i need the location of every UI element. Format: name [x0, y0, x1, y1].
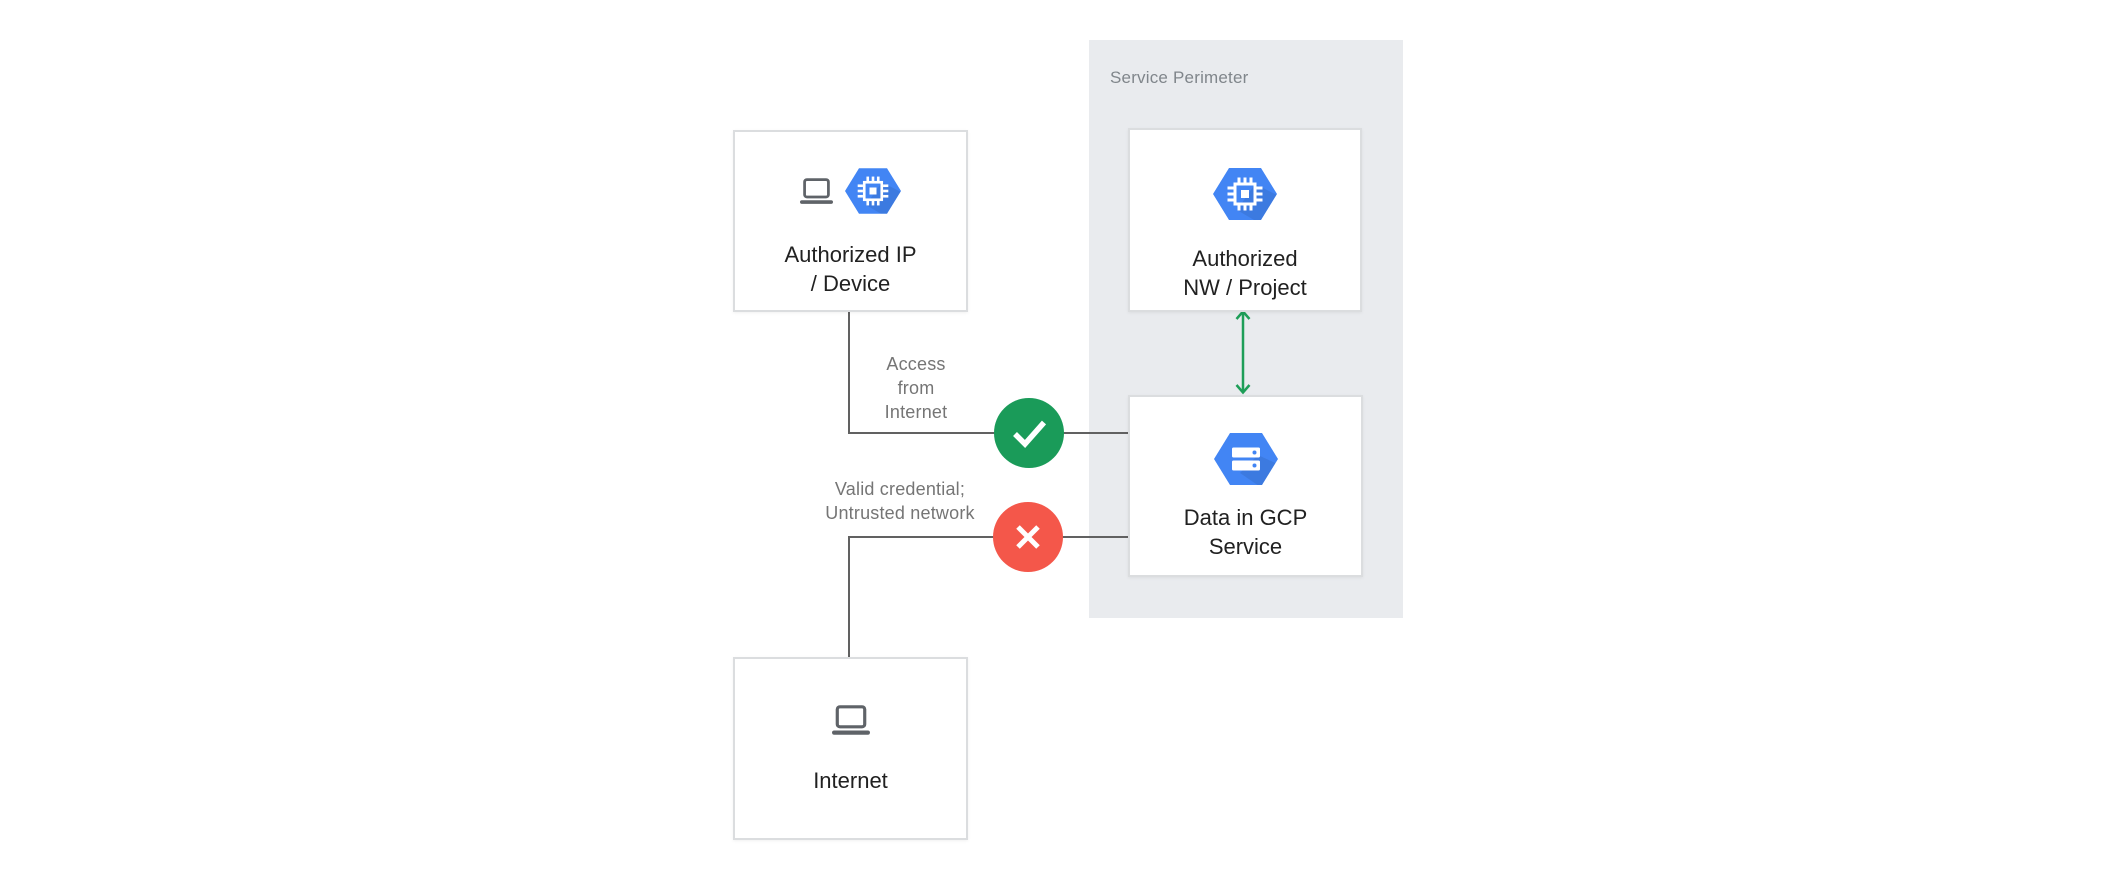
edge-label-line: Internet — [884, 402, 948, 422]
node-label: Authorized IP / Device — [784, 240, 916, 298]
connector-authorized-ip-down — [848, 312, 850, 434]
node-label-line: Service — [1208, 534, 1283, 559]
double-arrow-icon — [1234, 308, 1252, 396]
node-label: Authorized NW / Project — [1183, 244, 1306, 302]
edge-label-access-from-internet: Access from Internet — [846, 352, 986, 424]
node-label: Internet — [813, 766, 888, 795]
node-label-line: Internet — [813, 768, 888, 793]
compute-engine-hexagon-icon — [845, 168, 901, 214]
node-authorized-nw-project: Authorized NW / Project — [1128, 128, 1362, 312]
edge-label-line: Valid credential; — [834, 479, 966, 499]
cloud-storage-hexagon-icon — [1213, 433, 1278, 485]
laptop-icon — [800, 177, 833, 205]
node-data-in-gcp-service: Data in GCP Service — [1128, 395, 1363, 577]
edge-label-line: Untrusted network — [825, 503, 975, 523]
node-label: Data in GCP Service — [1184, 503, 1308, 561]
check-icon — [1011, 419, 1047, 448]
node-label-line: NW / Project — [1183, 275, 1307, 300]
node-internet: Internet — [733, 657, 968, 840]
node-label-line: Data in GCP — [1183, 505, 1308, 530]
blocked-status-badge — [993, 502, 1063, 572]
laptop-icon — [831, 705, 870, 736]
edge-label-line: from — [897, 378, 935, 398]
node-label-line: Authorized IP — [784, 242, 917, 267]
allowed-status-badge — [994, 398, 1064, 468]
connector-access-from-internet — [848, 432, 1128, 434]
node-icons — [800, 168, 901, 214]
edge-label-valid-credential-untrusted-network: Valid credential; Untrusted network — [780, 477, 1020, 525]
connector-untrusted-network — [848, 536, 1128, 538]
edge-label-line: Access — [886, 354, 946, 374]
cross-icon — [1014, 523, 1042, 551]
service-perimeter-label: Service Perimeter — [1110, 68, 1249, 87]
node-authorized-ip-device: Authorized IP / Device — [733, 130, 968, 312]
node-label-line: Authorized — [1192, 246, 1298, 271]
compute-engine-hexagon-icon — [1213, 168, 1277, 220]
connector-internet-up — [848, 537, 850, 657]
node-label-line: / Device — [810, 271, 891, 296]
